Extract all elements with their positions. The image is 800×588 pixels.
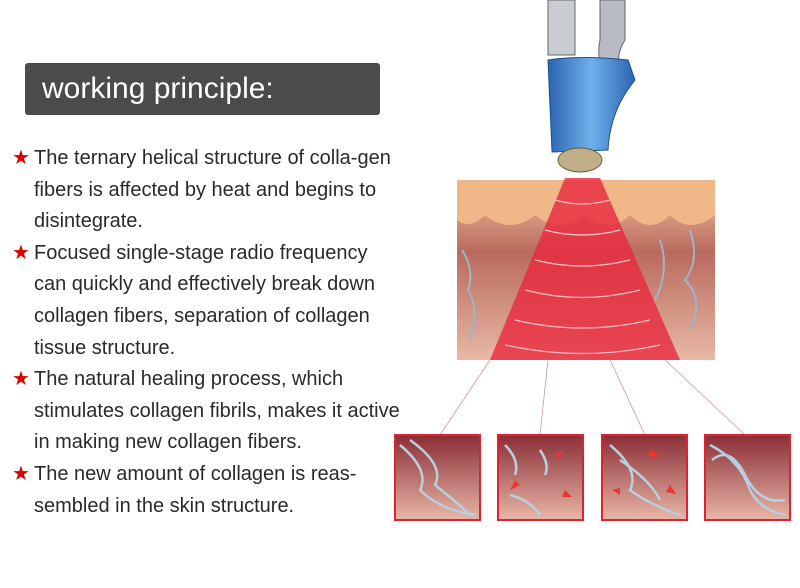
star-icon: ★	[12, 462, 30, 485]
bullet-item: ★The new amount of collagen is reas-semb…	[12, 459, 402, 522]
bullet-text: The ternary helical structure of colla-g…	[34, 147, 391, 233]
bullet-text: Focused single-stage radio frequency can…	[34, 241, 375, 359]
bullet-item: ★The natural healing process, which stim…	[12, 364, 402, 459]
bullet-text: The natural healing process, which stimu…	[34, 368, 400, 454]
skin-cross-section	[457, 178, 715, 360]
bullet-list: ★The ternary helical structure of colla-…	[12, 143, 402, 522]
star-icon: ★	[12, 241, 30, 264]
star-icon: ★	[12, 147, 30, 169]
section-title: working principle:	[25, 63, 380, 115]
handpiece-icon	[547, 0, 636, 173]
star-icon: ★	[12, 368, 30, 391]
fiber-stage-2	[497, 434, 584, 521]
bullet-item: ★Focused single-stage radio frequency ca…	[12, 238, 402, 364]
bullet-text: The new amount of collagen is reas-sembl…	[34, 462, 357, 517]
rf-beam	[490, 178, 680, 360]
bullet-item: ★The ternary helical structure of colla-…	[12, 143, 402, 238]
